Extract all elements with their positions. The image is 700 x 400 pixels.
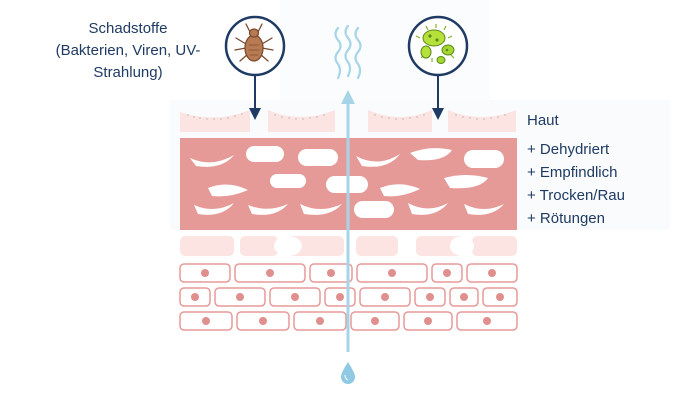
- skin-surface-layer: [180, 110, 516, 132]
- harmful-agents-label: Schadstoffe (Bakterien, Viren, UV- Strah…: [22, 18, 234, 84]
- flake: [464, 150, 504, 168]
- skin-property: + Trocken/Rau: [527, 187, 625, 204]
- flake: [194, 203, 234, 215]
- bacteria-circle: [407, 15, 469, 77]
- flake: [408, 203, 448, 215]
- surface-segment: [180, 110, 250, 132]
- bacteria-icon: [415, 24, 455, 64]
- uv-waves-icon: [334, 24, 362, 80]
- harm-label-line: (Bakterien, Viren, UV-: [55, 42, 201, 59]
- flake: [190, 155, 234, 167]
- flake: [208, 184, 248, 197]
- flake: [410, 148, 452, 161]
- surface-segment: [368, 110, 432, 132]
- flake: [246, 146, 284, 162]
- flake: [298, 149, 338, 166]
- skin-title: Haut: [527, 112, 559, 129]
- harm-arrow-left: [249, 74, 261, 120]
- skin-property: + Empfindlich: [527, 164, 618, 181]
- flake: [354, 201, 394, 218]
- water-arrow: [341, 90, 355, 352]
- skin-property: + Dehydriert: [527, 141, 610, 158]
- water-drop-icon: [341, 362, 355, 384]
- flake: [356, 154, 400, 167]
- mite-icon: [234, 23, 274, 62]
- flake: [380, 184, 420, 197]
- surface-segment: [448, 110, 516, 132]
- flake: [248, 204, 288, 215]
- skin-property: + Rötungen: [527, 210, 605, 227]
- harm-arrow-right: [432, 74, 444, 120]
- flake: [464, 204, 504, 215]
- flake: [444, 175, 488, 189]
- harm-label-line: Schadstoffe: [88, 20, 168, 37]
- flake: [270, 174, 306, 188]
- skin-properties-list: + Dehydriert + Empfindlich + Trocken/Rau…: [527, 138, 625, 230]
- surface-segment: [268, 110, 335, 132]
- water-drop-shine: [344, 374, 349, 381]
- pale-cell-layer: [180, 236, 517, 256]
- harm-label-line: Strahlung): [93, 64, 163, 81]
- cell-nuclei: [191, 269, 504, 325]
- cell-layer: [179, 263, 518, 331]
- flake: [300, 204, 342, 215]
